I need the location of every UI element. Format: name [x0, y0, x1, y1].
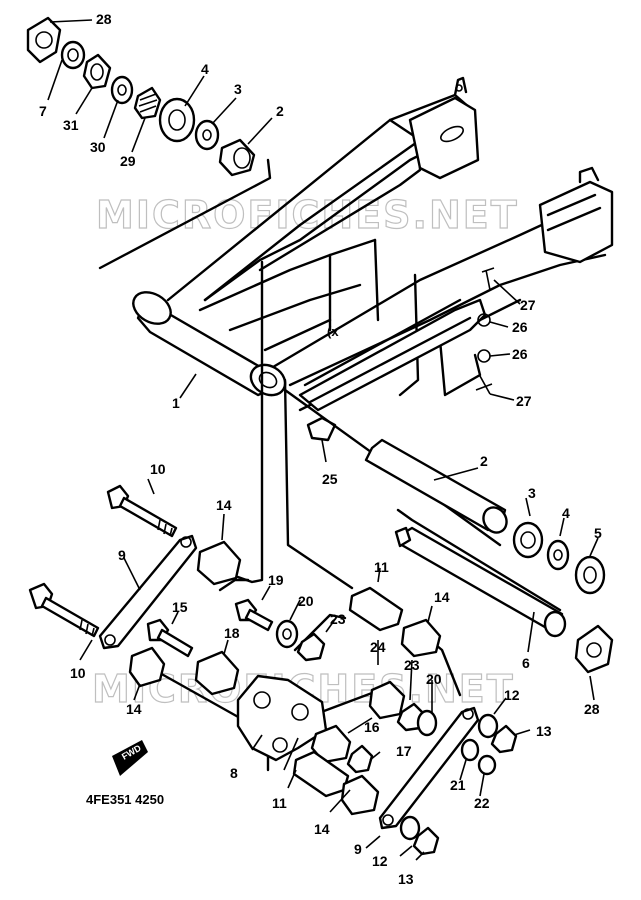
callout-31: 31	[63, 117, 79, 133]
upper-bearing-stack	[26, 16, 256, 177]
callout-29: 29	[120, 153, 136, 169]
callout-4: 3	[234, 81, 242, 97]
callout-23-lower: 23	[404, 657, 420, 673]
callout-28: 28	[96, 11, 112, 27]
callout-16: 16	[364, 719, 380, 735]
callout-14-left: 14	[126, 701, 142, 717]
callout-25: 25	[322, 471, 338, 487]
callout-5-right: 5	[594, 525, 602, 541]
callout-1: 1	[172, 395, 180, 411]
callout-14-upper: 14	[216, 497, 232, 513]
callout-12-upper: 12	[504, 687, 520, 703]
callout-24: 24	[370, 639, 386, 655]
callout-12-lower: 12	[372, 853, 388, 869]
callout-13-lower: 13	[398, 871, 414, 887]
callout-7: 7	[39, 103, 47, 119]
callout-10-upper: 10	[150, 461, 166, 477]
callout-27-upper: 27	[520, 297, 536, 313]
callout-14-bottom: 14	[314, 821, 330, 837]
callout-5: 4	[201, 61, 209, 77]
callout-22: 22	[474, 795, 490, 811]
callout-26-upper: 26	[512, 319, 528, 335]
callout-10-lower: 10	[70, 665, 86, 681]
callout-9-left: 9	[118, 547, 126, 563]
callout-14-right: 14	[434, 589, 450, 605]
callout-20-upper: 20	[298, 593, 314, 609]
callout-13-upper: 13	[536, 723, 552, 739]
callout-labels: 28 7 31 30 29 4 3 2 1 2 3 4 5 6 28 25 10…	[39, 11, 602, 887]
diagram-code: 4FE351 4250	[86, 792, 164, 807]
callout-leaders	[47, 19, 599, 861]
forward-direction-marker: FWD	[112, 740, 148, 776]
callout-11-upper: 11	[374, 559, 389, 575]
callout-18: 18	[224, 625, 240, 641]
callout-8: 8	[230, 765, 238, 781]
callout-6: 6	[522, 655, 530, 671]
callout-27-lower: 27	[516, 393, 532, 409]
callout-21: 21	[450, 777, 466, 793]
callout-19: 19	[268, 572, 284, 588]
callout-3: 2	[276, 103, 284, 119]
callout-2: 2	[480, 453, 488, 469]
callout-4-right: 4	[562, 505, 570, 521]
callout-15: 15	[172, 599, 188, 615]
callout-9-right: 9	[354, 841, 362, 857]
svg-text:(x: (x	[327, 324, 339, 339]
callout-3-right: 3	[528, 485, 536, 501]
callout-26-lower: 26	[512, 346, 528, 362]
callout-20-lower: 20	[426, 671, 442, 687]
callout-17: 17	[396, 743, 412, 759]
callout-11-lower: 11	[272, 795, 287, 811]
callout-30: 30	[90, 139, 106, 155]
callout-28-right: 28	[584, 701, 600, 717]
pivot-shaft-group	[364, 438, 614, 674]
callout-23-upper: 23	[330, 611, 346, 627]
watermark-top: MICROFICHES.NET	[96, 193, 519, 237]
